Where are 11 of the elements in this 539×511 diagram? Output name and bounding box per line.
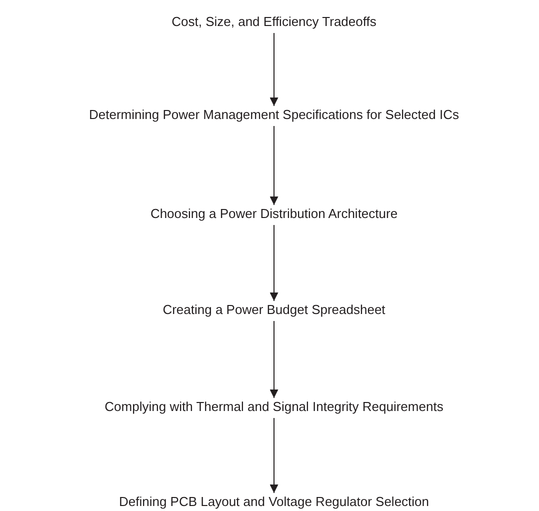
arrow xyxy=(270,418,278,494)
step-text: Complying with Thermal and Signal Integrity Requirements xyxy=(104,399,444,415)
step-text: Defining PCB Layout and Voltage Regulator Selection xyxy=(118,494,430,510)
step-text: Determining Power Management Specifications for Selected ICs xyxy=(88,107,460,123)
arrow xyxy=(270,32,278,106)
arrow xyxy=(270,224,278,302)
arrow xyxy=(270,126,278,206)
step-text: Creating a Power Budget Spreadsheet xyxy=(162,302,386,318)
step-text: Choosing a Power Distribution Architecture xyxy=(149,206,399,222)
arrow xyxy=(270,320,278,398)
step-text: Cost, Size, and Efficiency Tradeoffs xyxy=(170,14,378,30)
